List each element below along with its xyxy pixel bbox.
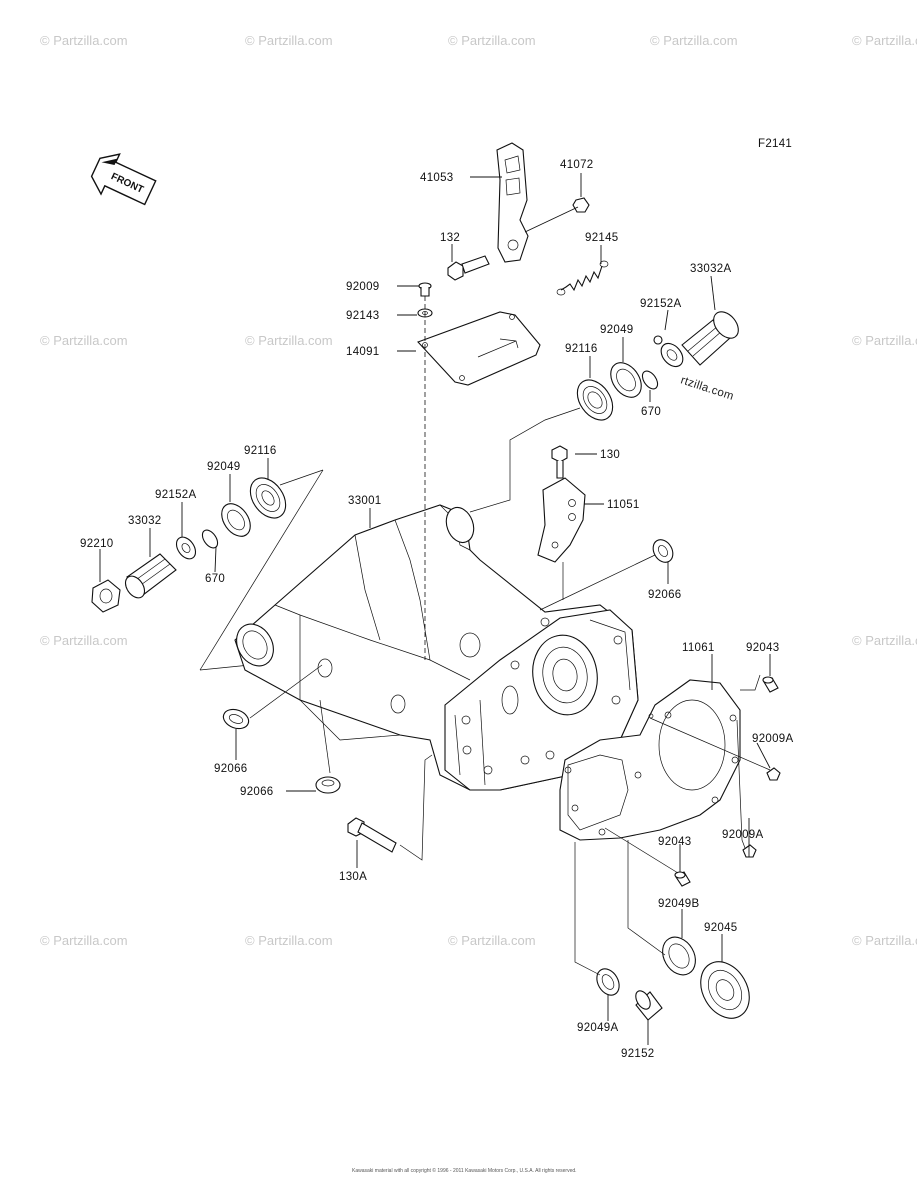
label-670-top: 670 xyxy=(641,406,661,418)
label-92009A-1: 92009A xyxy=(752,733,793,745)
part-labels: 41053 41072 132 92145 92009 33032A 92143… xyxy=(80,159,793,1060)
ring-670-top xyxy=(641,370,659,390)
watermark: © Partzilla.com xyxy=(852,333,917,348)
collar-92152A-left xyxy=(175,536,197,560)
bracket-11051 xyxy=(537,477,586,563)
watermark: © Partzilla.com xyxy=(448,33,536,48)
watermark: © Partzilla.com xyxy=(245,33,333,48)
sleeve-33032A xyxy=(681,311,739,366)
label-130: 130 xyxy=(600,449,620,461)
label-92009A-2: 92009A xyxy=(722,829,763,841)
label-92043-bottom: 92043 xyxy=(658,836,691,848)
label-92045: 92045 xyxy=(704,922,737,934)
gasket-11061 xyxy=(559,679,741,841)
lever-41053 xyxy=(496,142,529,263)
nut-92210 xyxy=(91,579,121,613)
bolt-130A xyxy=(347,817,397,853)
grommet-92066-right xyxy=(652,539,674,563)
watermark: © Partzilla.com xyxy=(245,333,333,348)
seal-92049B xyxy=(662,936,696,976)
watermark: © Partzilla.com xyxy=(40,933,128,948)
bearing-92045 xyxy=(700,961,750,1019)
label-33032: 33032 xyxy=(128,515,161,527)
seal-92049-left xyxy=(221,503,251,537)
label-92066-left: 92066 xyxy=(214,763,247,775)
leader-lines xyxy=(99,173,771,1045)
label-41072: 41072 xyxy=(560,159,593,171)
watermark: © Partzilla.com xyxy=(852,633,917,648)
label-11051: 11051 xyxy=(607,499,640,511)
label-92066-right: 92066 xyxy=(648,589,681,601)
label-130A: 130A xyxy=(339,871,367,883)
label-92116-left: 92116 xyxy=(244,445,277,457)
watermark: © Partzilla.com xyxy=(650,33,738,48)
screw-92009 xyxy=(418,282,432,297)
collar-92152A-top xyxy=(653,335,684,368)
label-92143: 92143 xyxy=(346,310,379,322)
label-92116-top: 92116 xyxy=(565,343,598,355)
label-92066-bottom: 92066 xyxy=(240,786,273,798)
watermark: © Partzilla.com xyxy=(852,933,917,948)
grommet-92066-left xyxy=(222,708,250,730)
cover-14091 xyxy=(417,311,541,386)
bolt-132 xyxy=(447,255,490,281)
bearing-92116-left xyxy=(249,477,287,519)
guide-line xyxy=(279,469,324,486)
guide-line xyxy=(199,469,324,671)
watermark: © Partzilla.com xyxy=(852,33,917,48)
bolt-130 xyxy=(551,445,568,479)
watermark: © Partzilla.com xyxy=(448,933,536,948)
label-92152A-left: 92152A xyxy=(155,489,196,501)
label-92049-top: 92049 xyxy=(600,324,633,336)
label-132: 132 xyxy=(440,232,460,244)
grommet-92066-bottom xyxy=(315,776,341,794)
label-33032A: 33032A xyxy=(690,263,731,275)
sleeve-33032 xyxy=(124,553,177,599)
figure-code: F2141 xyxy=(758,138,792,150)
copyright-notice: Kawasaki material with all copyright © 1… xyxy=(352,1167,577,1174)
screw-92009A-1 xyxy=(766,767,781,781)
swingarm-33001 xyxy=(234,504,639,791)
watermark: © Partzilla.com xyxy=(40,633,128,648)
label-92009: 92009 xyxy=(346,281,379,293)
watermark: © Partzilla.com xyxy=(40,33,128,48)
spring-92145 xyxy=(556,260,609,296)
watermark: © Partzilla.com xyxy=(245,933,333,948)
seal-92049-top xyxy=(610,362,642,398)
label-11061: 11061 xyxy=(682,642,715,654)
screw-92009A-2 xyxy=(742,844,757,858)
label-92043-top: 92043 xyxy=(746,642,779,654)
label-92152: 92152 xyxy=(621,1048,654,1060)
label-92145: 92145 xyxy=(585,232,618,244)
watermark: © Partzilla.com xyxy=(40,333,128,348)
label-92210: 92210 xyxy=(80,538,113,550)
assembly-lines xyxy=(249,296,771,976)
label-92152A-top: 92152A xyxy=(640,298,681,310)
inline-watermark: rtzilla.com xyxy=(679,374,735,402)
front-arrow-icon: FRONT xyxy=(90,153,157,206)
dowel-92043-top xyxy=(762,676,779,693)
watermark-layer: © Partzilla.com © Partzilla.com © Partzi… xyxy=(40,33,917,948)
label-670-left: 670 xyxy=(205,573,225,585)
label-92049A: 92049A xyxy=(577,1022,618,1034)
guide-line xyxy=(199,664,251,671)
collar-92152 xyxy=(635,990,663,1021)
label-92049-left: 92049 xyxy=(207,461,240,473)
label-92049B: 92049B xyxy=(658,898,699,910)
dowel-92043-bottom xyxy=(674,871,691,887)
label-41053: 41053 xyxy=(420,172,453,184)
label-33001: 33001 xyxy=(348,495,381,507)
seal-92049A xyxy=(596,968,620,996)
ring-670-left xyxy=(201,529,219,549)
nut-41072 xyxy=(572,197,590,213)
bearing-92116-top xyxy=(576,379,614,421)
label-14091: 14091 xyxy=(346,346,379,358)
